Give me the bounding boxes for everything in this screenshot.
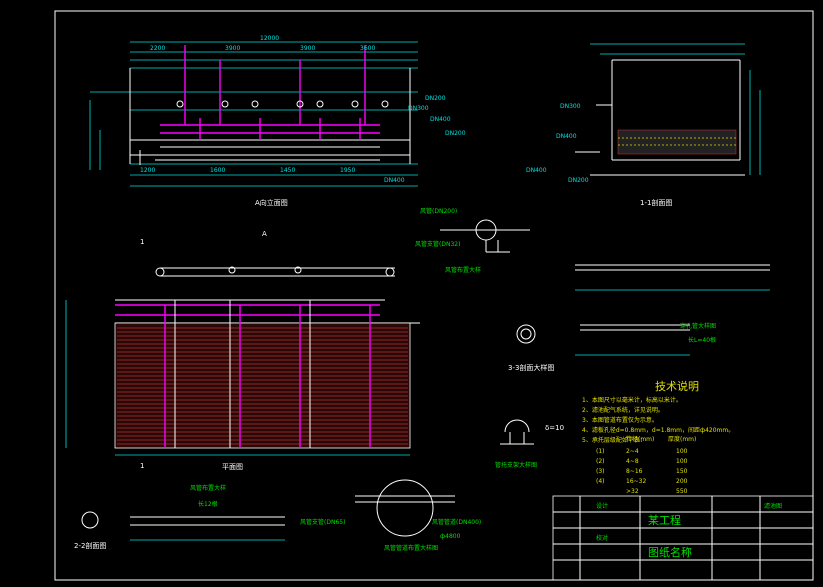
drawing-frame [54,10,814,581]
grad-head-thick: 厚度(mm) [668,435,696,443]
support-detail: δ=10 管托支架大样图 [495,419,564,469]
note-hole-main: 风管管道(DN400) [432,518,481,526]
view-arrow-a: A [262,230,267,238]
title-main-pipe: 风管管道布置大样图 [384,544,438,552]
tech-line-4: 4、滤板孔径d=0.8mm，d=1.8mm，间距ф420mm。 [582,426,734,434]
tech-line-2: 2、滤池配气系统，详见说明。 [582,406,664,414]
grad-cell: 2~4 [626,448,639,455]
grad-cell: 100 [676,458,688,465]
tb-project: 某工程 [648,514,681,527]
technical-notes: 技术说明 1、本图尺寸以毫米计，标高以米计。 2、滤池配气系统，详见说明。 3、… [582,379,734,495]
tech-line-5: 5、承托层级配如下表： [582,436,646,444]
note-hole-dim: ф4800 [440,533,461,540]
title-perf-pipe: 穿孔管大样图 [680,322,716,330]
grad-cell: 8~16 [626,468,643,475]
title-section-3-3: 3-3剖面大样图 [508,363,554,372]
grad-head-size: 粒径(mm) [626,435,654,443]
a-elevation-view: 12000 2200 3900 3900 3600 1200 1600 1450… [89,35,466,207]
perforated-pipe-detail: 穿孔管大样图 长L=40根 [575,264,770,356]
label-dn200b: DN200 [445,130,466,137]
grad-cell: 150 [676,468,688,475]
label-dn400: DN400 [430,116,451,123]
grad-cell: 200 [676,478,688,485]
note-delta: δ=10 [545,424,564,432]
title-section-2-2: 2-2剖面图 [74,541,106,550]
label-dn200-right: DN200 [568,177,589,184]
dim-bottom-4: 1950 [340,167,355,174]
grad-cell: (1) [596,448,605,455]
note-air-main: 风管(DN200) [420,207,457,215]
dim-bottom-2: 1600 [210,167,225,174]
dim-total-width: 12000 [260,35,279,42]
tech-notes-title: 技术说明 [655,379,699,393]
dim-bottom-3: 1450 [280,167,295,174]
grad-cell: 550 [676,488,688,495]
dim-top-3: 3900 [300,45,315,52]
section-mark-bottom: 1 [140,462,144,470]
label-dn300-right: DN300 [560,103,581,110]
dim-top-1: 2200 [150,45,165,52]
gradation-table: (1) 2~4 100 (2) 4~8 100 (3) 8~16 150 (4) 16~32 200 >… [596,448,688,495]
section-1-1-view: DN300 DN400 DN400 DN200 1-1剖面图 [526,43,761,207]
note-air-sub: 风管支管(DN32) [415,240,460,248]
label-dn300: DN300 [408,105,429,112]
section-2-2-detail: 风管布置大样 长12根 2-2剖面图 [74,484,285,550]
label-dn400-right-1: DN400 [556,133,577,140]
section-mark-top: 1 [140,238,144,246]
label-dn400-right-2: DN400 [526,167,547,174]
tech-line-3: 3、本图管道布置仅为示意。 [582,416,658,424]
air-branch-detail: 风管(DN200) 风管支管(DN32) 风管布置大样 [415,207,530,274]
grad-cell: (3) [596,468,605,475]
grad-cell: (4) [596,478,605,485]
section-3-3-detail: 3-3剖面大样图 [508,324,554,372]
grad-cell: >32 [626,488,639,495]
main-pipe-detail: 风管支管(DN65) 风管管道(DN400) ф4800 风管管道布置大样图 [300,479,481,552]
tb-check: 校对 [596,534,608,542]
grad-cell: 100 [676,448,688,455]
grad-cell: 16~32 [626,478,646,485]
title-air-branch: 风管布置大样 [445,266,481,274]
grad-cell: (2) [596,458,605,465]
title-a-elevation: A向立面图 [255,198,288,207]
title-plan: 平面图 [222,463,243,471]
tech-line-1: 1、本图尺寸以毫米计，标高以米计。 [582,396,682,404]
label-dn400b: DN400 [384,177,405,184]
dim-top-2: 3900 [225,45,240,52]
grad-cell: 4~8 [626,458,639,465]
title-section-1-1: 1-1剖面图 [640,198,672,207]
title-block: 设计 校对 某工程 图纸名称 滤池图 [552,495,814,581]
note-hole-branch: 风管支管(DN65) [300,518,345,526]
title-nozzle-strip: 风管布置大样 [190,484,226,492]
dim-top-4: 3600 [360,45,375,52]
tb-design: 设计 [596,502,608,510]
dim-bottom-1: 1200 [140,167,155,174]
title-support: 管托支架大样图 [495,461,537,469]
note-nozzle-count: 长12根 [198,500,218,508]
tb-sheet: 图纸名称 [648,545,692,559]
note-perf-count: 长L=40根 [688,336,716,344]
tb-drawing: 滤池图 [764,502,782,510]
label-dn200: DN200 [425,95,446,102]
plan-view: 1 1 A 平面图 [65,230,420,471]
